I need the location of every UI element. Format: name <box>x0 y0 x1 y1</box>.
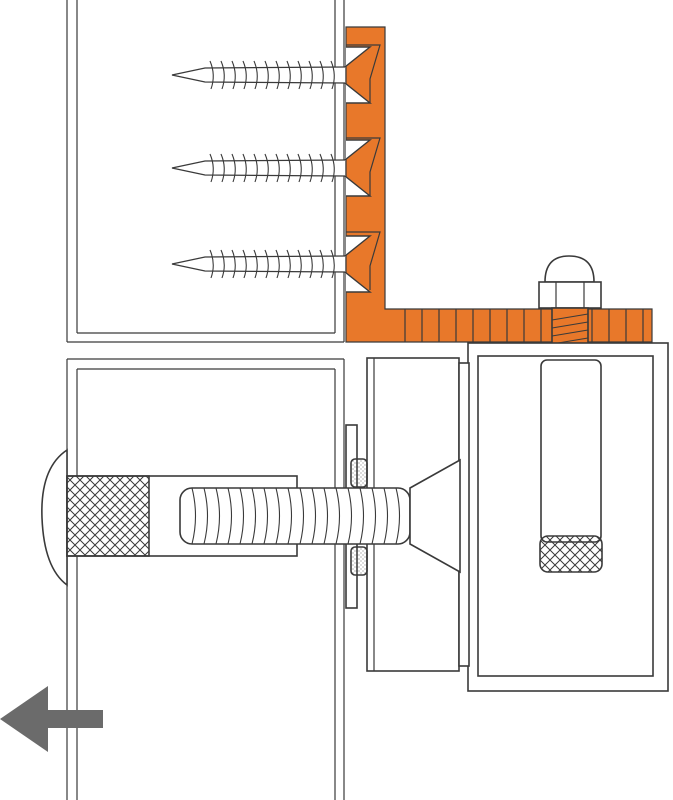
angle-bracket <box>345 26 653 343</box>
countersunk-bolt <box>179 458 461 574</box>
wood-screw-top <box>171 46 372 104</box>
cap-nut <box>538 255 602 309</box>
wood-screw-middle <box>171 139 372 197</box>
stippled-washers <box>350 458 368 576</box>
threaded-sleeve <box>539 359 603 573</box>
lower-timber-member <box>66 358 345 800</box>
arrow-left-icon <box>0 686 103 752</box>
wood-screw-bottom <box>171 235 372 293</box>
